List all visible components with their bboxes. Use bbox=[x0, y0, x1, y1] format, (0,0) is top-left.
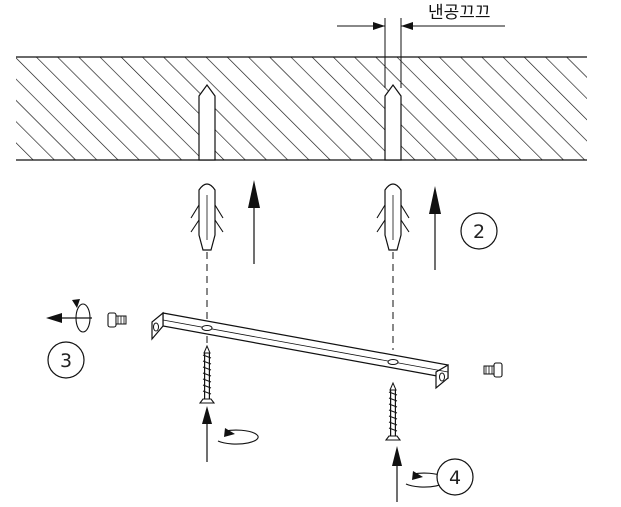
side-screw-right bbox=[483, 362, 503, 378]
step-3-badge: 3 bbox=[47, 341, 85, 379]
wall-anchor-right bbox=[376, 183, 410, 251]
drill-hole-right bbox=[384, 83, 402, 161]
step-2-badge: 2 bbox=[460, 212, 498, 250]
screw-up-arrow-right bbox=[392, 446, 402, 502]
hole-diameter-dimension: 낸공끄끄 bbox=[337, 3, 505, 88]
rotate-left-icon bbox=[46, 299, 92, 333]
rotate-clockwise-icon-left bbox=[217, 428, 259, 445]
ceiling-section bbox=[16, 56, 587, 161]
step-3-label: 3 bbox=[60, 350, 72, 372]
step-4-label: 4 bbox=[449, 467, 461, 489]
wall-anchor-left bbox=[190, 183, 224, 251]
drill-hole-left bbox=[198, 83, 216, 161]
long-screw-left bbox=[198, 344, 216, 404]
hole-diameter-label: 낸공끄끄 bbox=[428, 3, 491, 23]
side-screw-left bbox=[107, 312, 127, 328]
long-screw-right bbox=[384, 381, 402, 441]
step-4-badge: 4 bbox=[436, 458, 474, 496]
step-2-label: 2 bbox=[473, 221, 485, 243]
insert-arrow-right bbox=[429, 186, 441, 270]
mounting-bracket bbox=[151, 311, 449, 390]
screw-up-arrow-left bbox=[202, 406, 212, 462]
insert-arrow-left bbox=[248, 180, 260, 264]
